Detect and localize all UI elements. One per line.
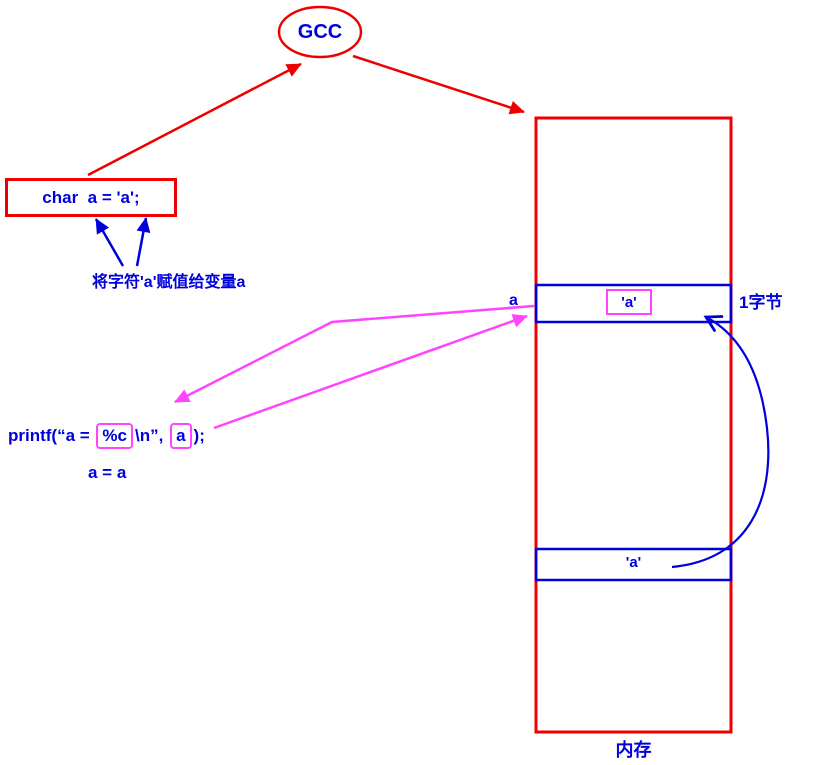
byte-size-label: 1字节 xyxy=(739,293,783,312)
variable-label: a xyxy=(509,292,518,309)
memory-box xyxy=(534,116,733,734)
assign-arrow-right xyxy=(135,217,151,267)
byte-row xyxy=(534,283,733,324)
stored-literal-value: 'a' xyxy=(625,554,642,571)
gcc-label: GCC xyxy=(297,21,343,43)
format-spec-box: %c xyxy=(96,423,133,449)
code-box: char a = 'a'; xyxy=(5,178,177,217)
byte-cell-box: 'a' xyxy=(606,289,652,315)
format-spec: %c xyxy=(102,426,127,445)
assign-arrow-left xyxy=(94,218,125,267)
compile-arrow-source-to-gcc xyxy=(87,62,302,177)
byte-cell-value: 'a' xyxy=(621,293,637,311)
argument-box: a xyxy=(170,423,192,449)
compile-arrow-gcc-to-memory xyxy=(352,54,525,115)
stored-literal-row xyxy=(534,547,733,582)
assign-caption: 将字符'a'赋值给变量a xyxy=(92,274,246,291)
printf-suffix: ); xyxy=(193,426,205,445)
printf-argument: a xyxy=(176,426,186,445)
printf-output: a = a xyxy=(88,463,127,482)
printf-prefix: printf(“a = xyxy=(8,426,95,445)
gcc-ellipse xyxy=(277,5,363,59)
printf-middle: \n”, xyxy=(135,426,169,445)
flow-arrow-memory-to-format xyxy=(174,304,535,404)
flow-arrow-argument-to-memory xyxy=(213,314,528,430)
store-curve-arrow xyxy=(671,315,770,569)
printf-statement: printf(“a = %c \n”, a ); xyxy=(8,422,205,450)
memory-title: 内存 xyxy=(615,740,652,760)
code-statement: char a = 'a'; xyxy=(42,187,140,207)
